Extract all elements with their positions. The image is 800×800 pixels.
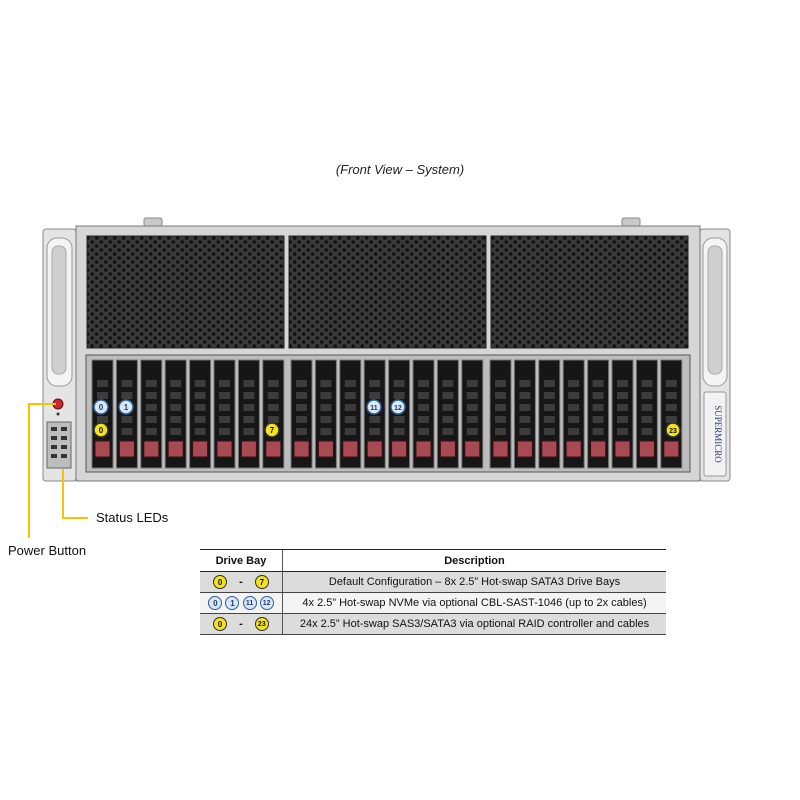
drive-latch-10: [342, 440, 359, 458]
drive-tray-10[interactable]: [339, 359, 362, 469]
bay-badge: 0: [213, 617, 228, 631]
bay-badge: 1: [225, 596, 240, 610]
drive-tray-6[interactable]: [237, 359, 260, 469]
drive-tray-15[interactable]: [461, 359, 484, 469]
drive-tray-5[interactable]: [213, 359, 236, 469]
drive-tray-22[interactable]: [635, 359, 658, 469]
drive-tray-3[interactable]: [164, 359, 187, 469]
drive-tray-18[interactable]: [538, 359, 561, 469]
status-leds-callout-line: [62, 469, 88, 519]
bay-badge: 12: [259, 596, 274, 610]
drive-latch-1: [118, 440, 135, 458]
fan-grille-1: [86, 235, 285, 349]
bay-cell: 0 1 11 12: [200, 592, 283, 614]
top-handle-right: [621, 217, 641, 227]
bay-badge: 0: [213, 575, 228, 589]
table-row: 0-7 Default Configuration – 8x 2.5” Hot-…: [200, 571, 666, 593]
drive-latch-14: [439, 440, 456, 458]
bay-badge: 0: [208, 596, 223, 610]
range-dash: -: [239, 576, 243, 588]
bay-badge: 7: [254, 575, 269, 589]
svg-text:7: 7: [270, 426, 275, 435]
nvme-badge-0: 0: [93, 399, 109, 415]
drive-tray-14[interactable]: [436, 359, 459, 469]
drive-latch-19: [565, 440, 582, 458]
drive-latch-7: [265, 440, 282, 458]
drive-latch-9: [317, 440, 334, 458]
nvme-badge-1: 1: [118, 399, 134, 415]
drive-latch-18: [541, 440, 558, 458]
sata-badge-7: 7: [264, 422, 280, 438]
drive-latch-4: [192, 440, 209, 458]
nvme-badge-11: 11: [366, 399, 382, 415]
power-button-callout-line: [28, 403, 56, 538]
svg-text:11: 11: [370, 405, 378, 412]
table-header-row: Drive Bay Description: [200, 549, 666, 572]
drive-tray-17[interactable]: [513, 359, 536, 469]
svg-text:23: 23: [669, 428, 677, 435]
drive-bay-table: Drive Bay Description 0-7 Default Config…: [200, 549, 666, 635]
power-led-icon: [56, 412, 60, 416]
sata-badge-0: 0: [93, 422, 109, 438]
power-button-label: Power Button: [8, 543, 87, 558]
drive-tray-23[interactable]: [660, 359, 683, 469]
range-dash: -: [239, 618, 243, 630]
header-description: Description: [282, 549, 666, 572]
sata-badge-23: 23: [665, 422, 681, 438]
drive-tray-13[interactable]: [412, 359, 435, 469]
drive-latch-6: [240, 440, 257, 458]
drive-tray-4[interactable]: [189, 359, 212, 469]
svg-text:12: 12: [394, 405, 402, 412]
drive-latch-12: [391, 440, 408, 458]
table-row: 0 1 11 12 4x 2.5” Hot-swap NVMe via opti…: [200, 592, 666, 614]
nvme-badge-12: 12: [390, 399, 406, 415]
drive-latch-21: [614, 440, 631, 458]
drive-tray-19[interactable]: [562, 359, 585, 469]
drive-latch-20: [590, 440, 607, 458]
drive-latch-0: [94, 440, 111, 458]
drive-latch-23: [663, 440, 680, 458]
drive-latch-11: [366, 440, 383, 458]
status-leds-label: Status LEDs: [96, 510, 169, 525]
drive-tray-16[interactable]: [489, 359, 512, 469]
svg-text:1: 1: [124, 403, 129, 412]
drive-latch-15: [464, 440, 481, 458]
drive-latch-2: [143, 440, 160, 458]
drive-latch-3: [167, 440, 184, 458]
drive-latch-17: [516, 440, 533, 458]
svg-text:0: 0: [99, 426, 104, 435]
status-led-panel: [46, 421, 72, 469]
table-row: 0-23 24x 2.5” Hot-swap SAS3/SATA3 via op…: [200, 613, 666, 635]
drive-latch-22: [638, 440, 655, 458]
drive-tray-9[interactable]: [314, 359, 337, 469]
svg-text:0: 0: [99, 403, 104, 412]
drive-latch-8: [293, 440, 310, 458]
drive-tray-20[interactable]: [587, 359, 610, 469]
header-drive-bay: Drive Bay: [200, 549, 283, 572]
drive-latch-5: [216, 440, 233, 458]
drive-latch-13: [415, 440, 432, 458]
bay-badge: 23: [254, 617, 269, 631]
top-handle-left: [143, 217, 163, 227]
bay-cell: 0-7: [200, 571, 283, 593]
drive-tray-7[interactable]: [262, 359, 285, 469]
drive-tray-8[interactable]: [290, 359, 313, 469]
brand-logo: SUPERMICRO: [713, 405, 723, 463]
description-cell: 4x 2.5” Hot-swap NVMe via optional CBL-S…: [282, 592, 666, 614]
figure-caption: (Front View – System): [335, 162, 465, 177]
description-cell: 24x 2.5” Hot-swap SAS3/SATA3 via optiona…: [282, 613, 666, 635]
drive-tray-2[interactable]: [140, 359, 163, 469]
fan-grille-3: [490, 235, 689, 349]
drive-tray-21[interactable]: [611, 359, 634, 469]
bay-cell: 0-23: [200, 613, 283, 635]
description-cell: Default Configuration – 8x 2.5” Hot-swap…: [282, 571, 666, 593]
bay-badge: 11: [242, 596, 257, 610]
right-rack-ear: [699, 228, 731, 482]
left-rack-ear: [42, 228, 77, 482]
drive-latch-16: [492, 440, 509, 458]
fan-grille-2: [288, 235, 487, 349]
